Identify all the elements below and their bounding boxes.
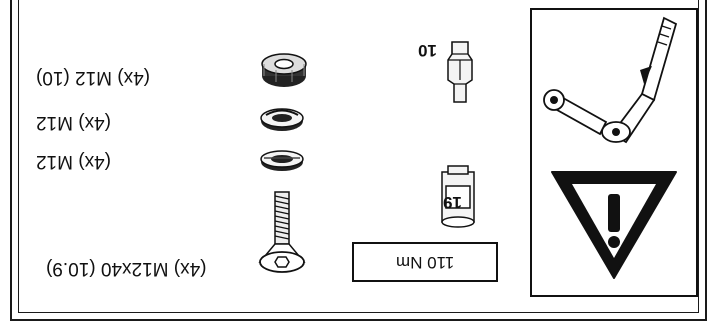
icon-panel [530, 8, 698, 297]
bolt-label: (4x) M12x40 (10.9) [46, 258, 207, 279]
warning-triangle-icon [551, 171, 677, 279]
socket-icon [441, 165, 475, 228]
large-socket-label: 19 [443, 193, 462, 212]
countersunk-bolt-icon [258, 191, 306, 273]
hex-nut-icon [261, 53, 307, 87]
outer-frame [10, 0, 707, 321]
spring-washer-icon [260, 108, 304, 131]
spring-washer-label: (4x) M12 [36, 112, 111, 133]
hex-bit-socket-icon [447, 41, 473, 103]
torque-value-box: 110 Nm [352, 242, 498, 282]
flat-washer-icon [260, 150, 304, 171]
flat-washer-label: (4x) M12 [36, 151, 111, 172]
torque-value: 110 Nm [395, 253, 455, 272]
inner-frame [18, 0, 699, 313]
nut-label: (4x) M12 (10) [36, 67, 151, 88]
torque-wrench-icon [543, 16, 678, 144]
small-socket-label: 10 [418, 41, 437, 60]
